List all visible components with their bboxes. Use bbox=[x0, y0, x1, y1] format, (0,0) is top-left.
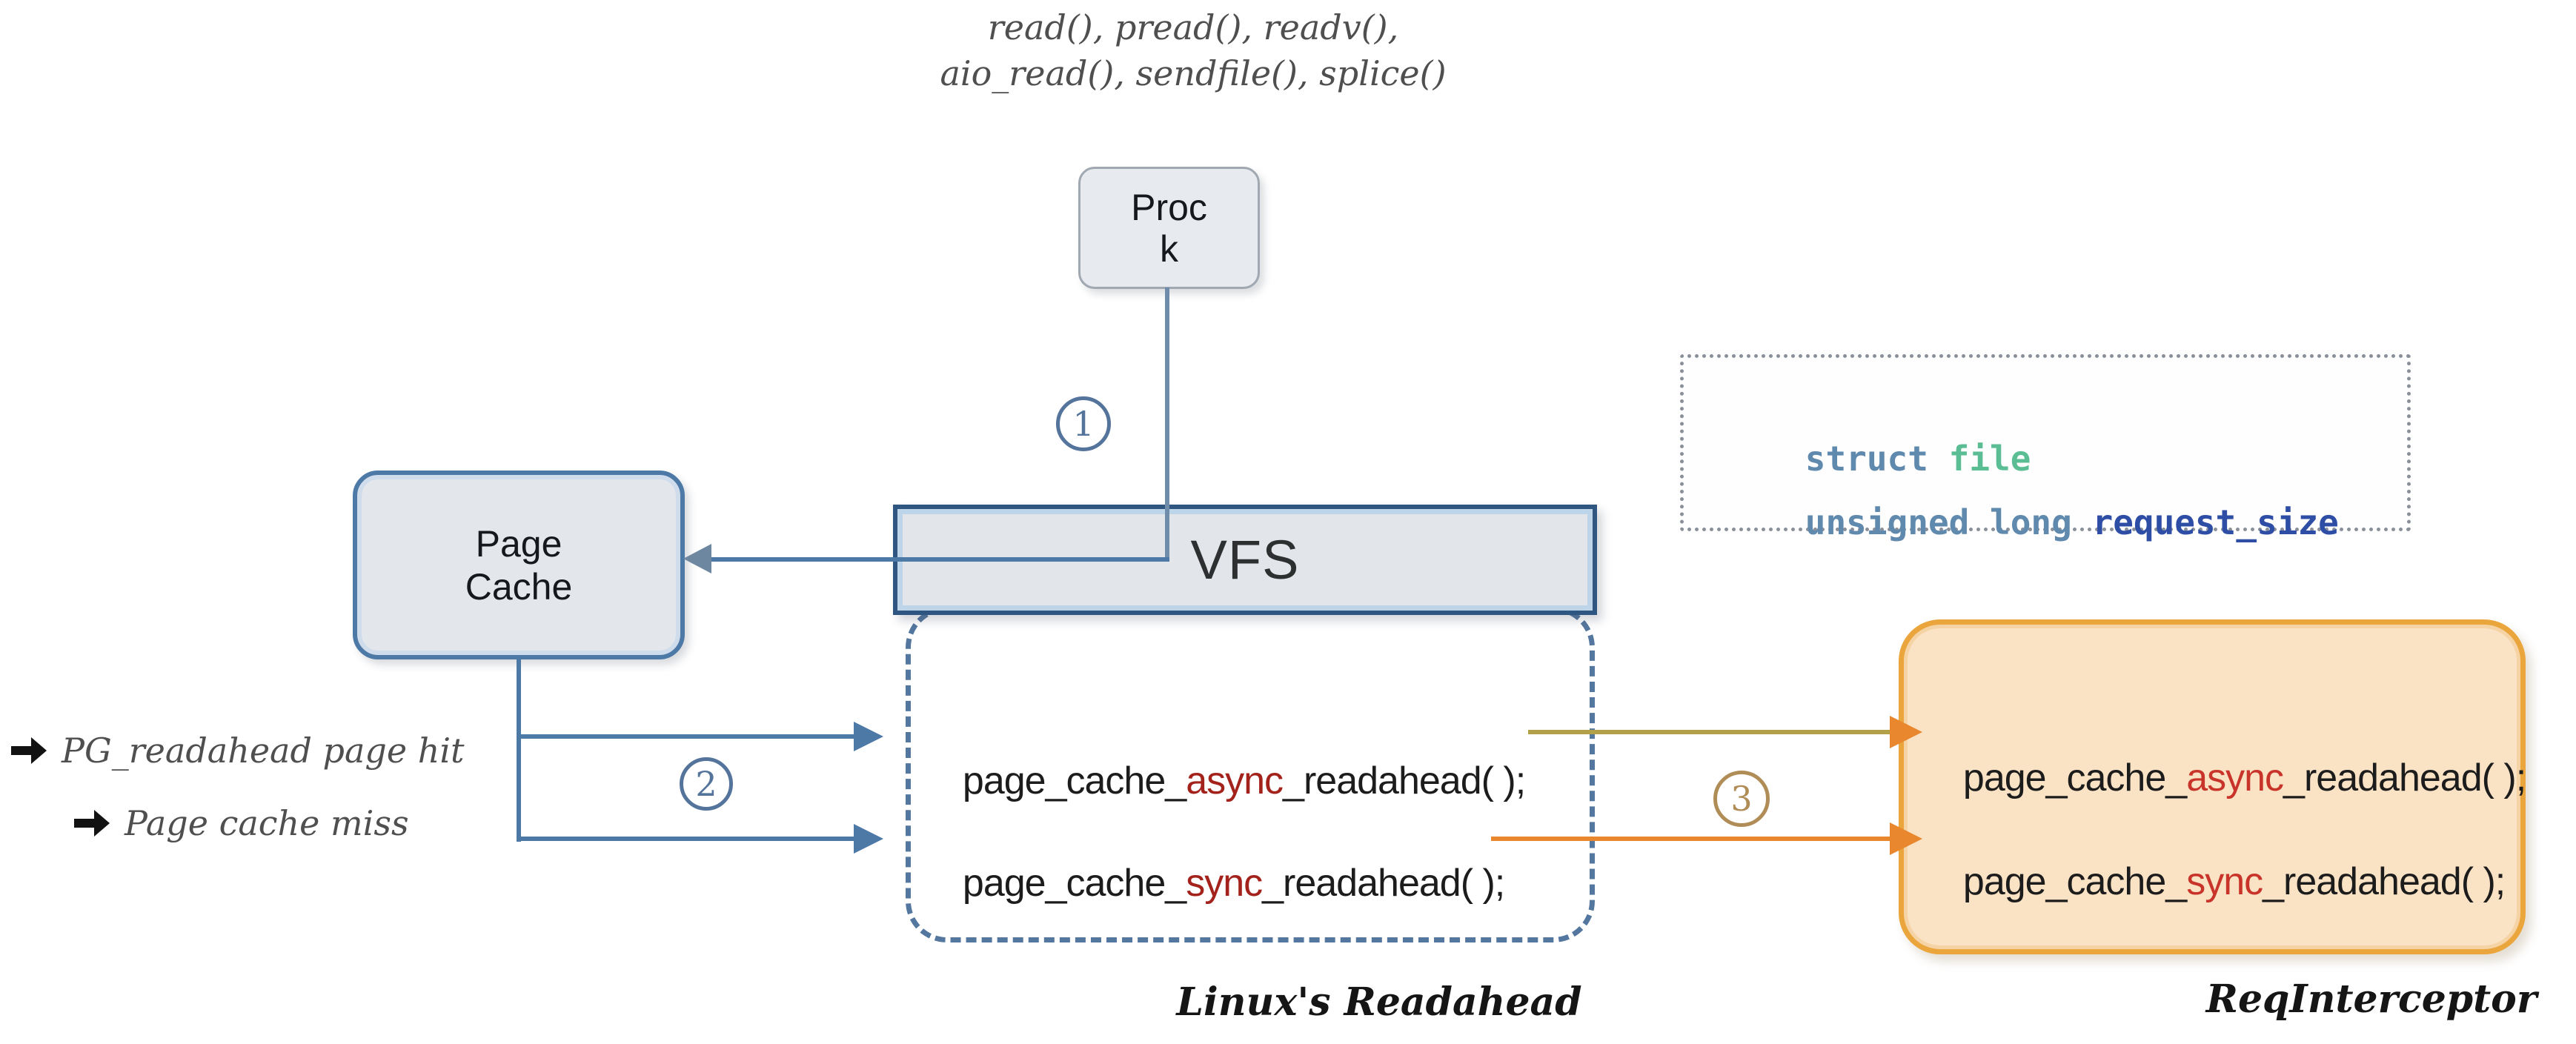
page-cache-label-line2: Cache bbox=[465, 565, 573, 608]
fn-prefix: page_cache_ bbox=[962, 759, 1186, 802]
fn-suffix: _readahead( ); bbox=[2263, 860, 2506, 903]
arrowhead-right-icon bbox=[1890, 822, 1922, 855]
code-unsigned-long-keyword: unsigned long bbox=[1805, 502, 2072, 542]
arrowhead-right-icon bbox=[1890, 716, 1922, 748]
arrowhead-left-icon bbox=[683, 544, 711, 573]
arrowhead-right-icon bbox=[854, 824, 883, 854]
syscalls-line1: read(), pread(), readv(), bbox=[987, 7, 1399, 47]
fn-suffix: _readahead( ); bbox=[2283, 757, 2526, 799]
step-3-number: 3 bbox=[1730, 779, 1753, 819]
code-file-type: file bbox=[1948, 439, 2031, 479]
arrowhead-right-icon bbox=[854, 722, 883, 751]
code-struct-keyword: struct bbox=[1805, 439, 1928, 479]
readahead-async-call: page_cache_async_readahead( ); bbox=[943, 714, 1526, 802]
page-cache-box: Page Cache bbox=[353, 471, 685, 659]
fn-suffix: _readahead( ); bbox=[1283, 759, 1526, 802]
interceptor-async-call: page_cache_async_readahead( ); bbox=[1943, 711, 2526, 799]
req-interceptor-box bbox=[1899, 619, 2526, 954]
step-2-number: 2 bbox=[695, 764, 717, 804]
proc-k-label-line2: k bbox=[1160, 227, 1178, 270]
fn-keyword-async: async bbox=[1186, 759, 1284, 802]
proc-k-label-line1: Proc bbox=[1131, 186, 1207, 228]
step-2-badge: 2 bbox=[680, 757, 733, 811]
fn-prefix: page_cache_ bbox=[1962, 860, 2187, 903]
right-arrow-bullet-icon bbox=[11, 737, 47, 764]
note-page-cache-miss: Page cache miss bbox=[74, 803, 409, 843]
fn-keyword-sync: sync bbox=[1186, 862, 1263, 905]
linux-readahead-caption: Linux's Readahead bbox=[1176, 980, 1582, 1025]
fn-prefix: page_cache_ bbox=[1962, 757, 2187, 799]
note-pg-readahead-text: PG_readahead page hit bbox=[62, 731, 465, 771]
syscalls-line2: aio_read(), sendfile(), splice() bbox=[940, 53, 1447, 93]
req-interceptor-caption: ReqInterceptor bbox=[2205, 977, 2537, 1022]
proc-to-vfs-line bbox=[1165, 287, 1169, 562]
page-cache-label-line1: Page bbox=[475, 522, 562, 565]
interceptor-sync-call: page_cache_sync_readahead( ); bbox=[1943, 815, 2506, 903]
code-line-1: struct file bbox=[1723, 396, 2031, 521]
right-arrow-bullet-icon bbox=[74, 810, 110, 837]
fn-keyword-sync: sync bbox=[2186, 860, 2263, 903]
syscalls-annotation: read(), pread(), readv(), aio_read(), se… bbox=[940, 4, 1446, 96]
step-3-badge: 3 bbox=[1713, 771, 1770, 827]
fn-prefix: page_cache_ bbox=[962, 862, 1186, 905]
vfs-label: VFS bbox=[1190, 529, 1300, 591]
note-page-cache-miss-text: Page cache miss bbox=[125, 803, 409, 843]
note-pg-readahead-page-hit: PG_readahead page hit bbox=[11, 731, 465, 771]
readahead-sync-call: page_cache_sync_readahead( ); bbox=[943, 817, 1505, 905]
step-1-badge: 1 bbox=[1056, 396, 1111, 451]
code-line-2: unsigned long request_size bbox=[1723, 460, 2339, 585]
step-1-number: 1 bbox=[1072, 404, 1095, 444]
fn-suffix: _readahead( ); bbox=[1262, 862, 1505, 905]
proc-k-box: Proc k bbox=[1078, 167, 1260, 289]
fn-keyword-async: async bbox=[2186, 757, 2284, 799]
code-request-size-var: request_size bbox=[2092, 502, 2339, 542]
request-params-code-box: struct file unsigned long request_size bbox=[1680, 354, 2411, 542]
